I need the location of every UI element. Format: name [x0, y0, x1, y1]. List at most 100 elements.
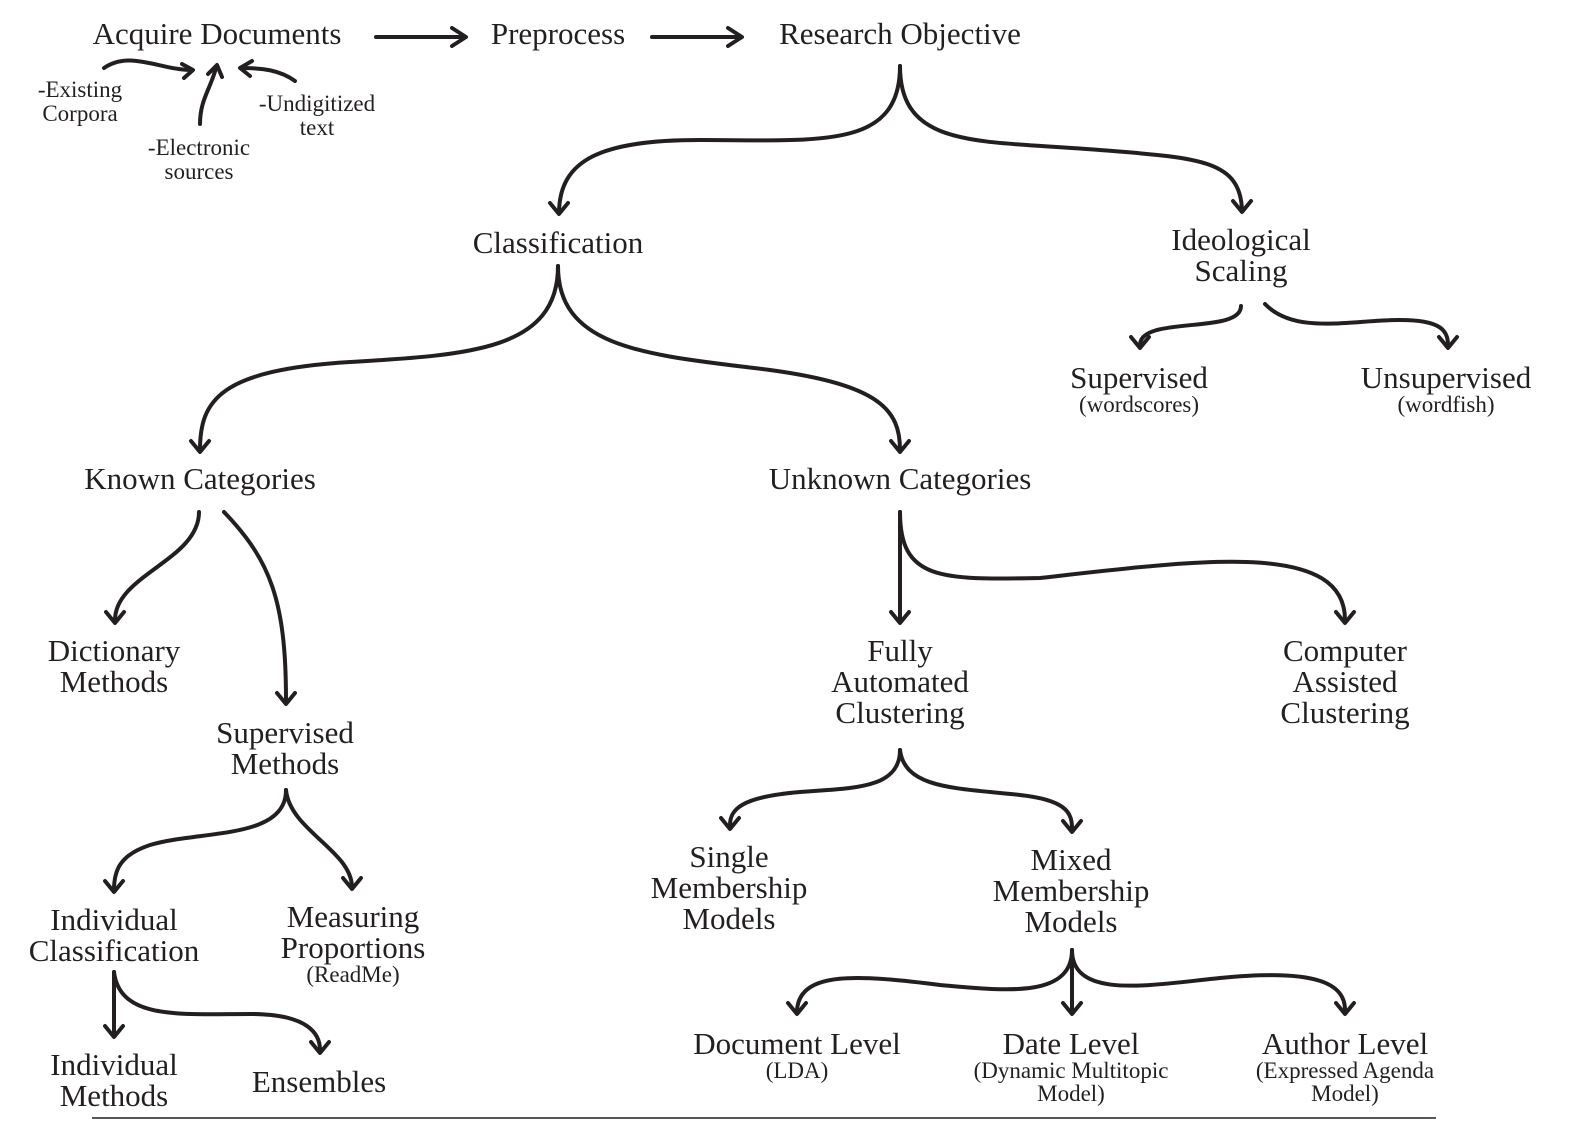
edge-fully-single — [728, 748, 902, 827]
arrowhead-fully — [889, 610, 911, 625]
node-classification: Classification — [473, 227, 643, 258]
node-individual-methods: Individual Methods — [50, 1049, 177, 1111]
node-line: Ideological — [1171, 222, 1311, 257]
source-existing-corpora: -Existing Corpora — [37, 77, 123, 127]
arrowhead-known — [189, 439, 211, 454]
node-line: Author Level — [1261, 1026, 1429, 1061]
node-unknown-categories: Unknown Categories — [769, 463, 1032, 494]
node-line: Dictionary — [47, 633, 181, 668]
arrowhead-date — [1061, 1001, 1083, 1016]
arrowhead-scaling — [1231, 199, 1253, 214]
node-line: Models — [1024, 904, 1118, 939]
node-subtitle: (wordfish) — [1397, 392, 1495, 417]
edge-objective-scaling — [898, 64, 1244, 212]
arrow-electronic-sources — [198, 66, 218, 126]
node-single-membership-models: Single Membership Models — [651, 841, 808, 934]
node-line: Date Level — [1002, 1026, 1140, 1061]
node-subtitle: (Expressed Agenda — [1255, 1058, 1435, 1083]
edge-mixed-author — [1070, 948, 1347, 1012]
arrowhead-computer — [1334, 610, 1356, 625]
node-date-level: Date Level (Dynamic Multitopic Model) — [974, 1028, 1169, 1105]
node-line: Mixed — [1030, 842, 1112, 877]
arrowhead-proportions — [341, 876, 363, 891]
edge-unknown-computer — [898, 510, 1347, 622]
node-line: Supervised — [216, 715, 354, 750]
label-research-objective: Research Objective — [779, 16, 1021, 51]
edge-scaling-supervised — [1138, 304, 1243, 347]
arrow-undigitized-text — [240, 66, 297, 83]
node-acquire-documents: Acquire Documents — [93, 18, 342, 49]
node-line: Individual — [50, 1047, 178, 1082]
node-line: Automated — [831, 664, 969, 699]
node-line: Scaling — [1194, 253, 1288, 288]
node-subtitle: Model) — [1037, 1081, 1105, 1106]
arrowhead-undigitized — [238, 59, 254, 78]
edge-classification-unknown — [556, 264, 902, 452]
edge-individual-ensembles — [112, 970, 322, 1052]
node-line: Clustering — [1280, 695, 1410, 730]
source-electronic: -Electronic sources — [147, 135, 251, 185]
source-line: text — [299, 115, 335, 141]
node-line: Classification — [472, 225, 644, 260]
arrowhead-supervised-methods — [275, 691, 297, 706]
edge-classification-known — [198, 264, 560, 452]
node-line: Proportions — [280, 930, 426, 965]
edge-supervised-individual — [112, 788, 288, 892]
source-line: -Electronic — [147, 135, 251, 160]
edge-scaling-unsupervised — [1263, 302, 1450, 347]
node-line: Unknown Categories — [768, 461, 1032, 496]
node-line: Unsupervised — [1360, 360, 1532, 395]
node-computer-assisted-clustering: Computer Assisted Clustering — [1280, 635, 1409, 728]
node-subtitle: (LDA) — [765, 1058, 829, 1083]
node-scaling-supervised: Supervised (wordscores) — [1070, 362, 1208, 416]
node-author-level: Author Level (Expressed Agenda Model) — [1256, 1028, 1434, 1105]
node-supervised-methods: Supervised Methods — [216, 717, 354, 779]
node-research-objective: Research Objective — [779, 18, 1021, 49]
arrowhead-ensembles — [309, 1040, 331, 1055]
node-preprocess: Preprocess — [491, 18, 625, 49]
arrowhead-document — [786, 1001, 808, 1016]
source-line: -Undigitized — [258, 91, 376, 116]
edge-fully-mixed — [898, 748, 1074, 830]
source-undigitized: -Undigitized text — [258, 91, 376, 141]
arrow-existing-corpora — [102, 58, 194, 72]
node-line: Fully — [867, 633, 933, 668]
arrowhead-objective — [726, 26, 744, 48]
node-measuring-proportions: Measuring Proportions (ReadMe) — [281, 901, 426, 986]
arrowhead-scaling-supervised — [1129, 335, 1151, 350]
node-ideological-scaling: Ideological Scaling — [1171, 224, 1310, 286]
edge-known-supervised — [222, 510, 288, 702]
node-subtitle: (Dynamic Multitopic — [973, 1058, 1169, 1083]
node-subtitle: Model) — [1311, 1081, 1379, 1106]
edge-mixed-document — [795, 948, 1074, 1012]
node-line: Models — [682, 901, 776, 936]
node-line: Clustering — [835, 695, 965, 730]
node-line: Computer — [1282, 633, 1407, 668]
label-acquire-documents: Acquire Documents — [92, 16, 342, 51]
arrowhead-individual-methods — [103, 1024, 125, 1039]
node-individual-classification: Individual Classification — [29, 904, 199, 966]
arrowhead-existing — [180, 62, 195, 80]
node-document-level: Document Level (LDA) — [693, 1028, 900, 1082]
arrowhead-unknown — [889, 439, 911, 454]
arrowhead-author — [1334, 1001, 1356, 1016]
arrowhead-mixed — [1061, 819, 1083, 834]
source-line: sources — [164, 159, 234, 185]
arrowhead-dictionary — [104, 610, 126, 625]
source-line: -Existing — [37, 77, 123, 102]
node-line: Assisted — [1292, 664, 1398, 699]
edge-objective-classification — [557, 64, 902, 214]
arrowhead-scaling-unsupervised — [1437, 335, 1459, 350]
arrowhead-individual-classification — [103, 879, 125, 894]
node-line: Membership — [992, 873, 1150, 908]
node-subtitle: (wordscores) — [1078, 392, 1200, 417]
arrowhead-classification — [548, 201, 570, 216]
node-scaling-unsupervised: Unsupervised (wordfish) — [1361, 362, 1531, 416]
node-line: Measuring — [286, 899, 420, 934]
node-line: Single — [689, 839, 769, 874]
node-known-categories: Known Categories — [84, 463, 316, 494]
source-line: Corpora — [42, 101, 118, 127]
node-line: Methods — [59, 664, 169, 699]
node-line: Individual — [50, 902, 178, 937]
